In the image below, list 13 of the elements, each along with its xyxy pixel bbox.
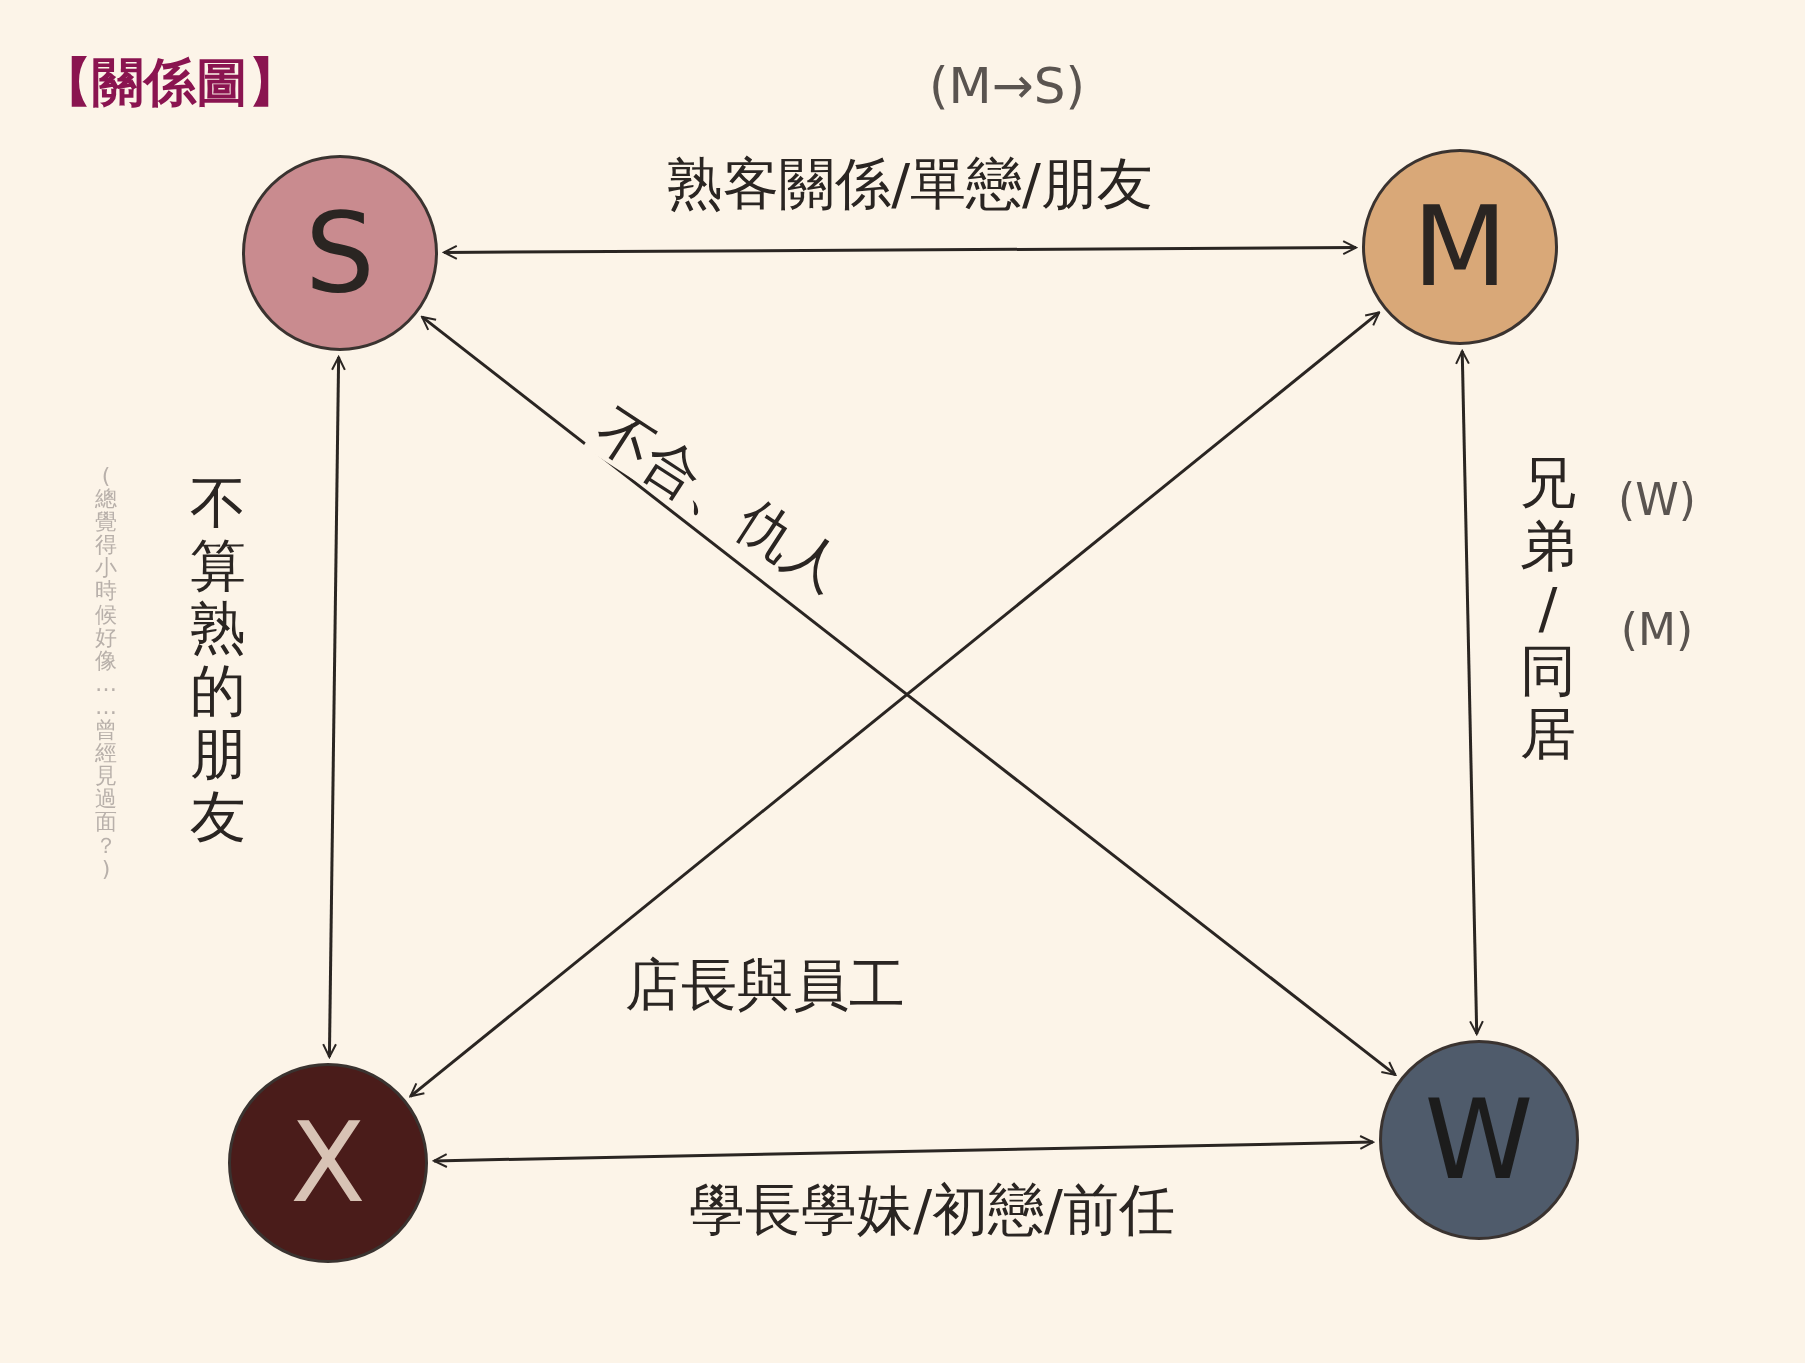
- node-letter: M: [1412, 192, 1508, 302]
- note: (M): [1619, 606, 1695, 654]
- note: (W): [1617, 476, 1697, 524]
- arrow: [433, 1134, 1374, 1169]
- title: 【關係圖】: [40, 51, 300, 114]
- arrow: [443, 240, 1357, 260]
- node-letter: X: [290, 1108, 366, 1218]
- arrow: [322, 356, 346, 1058]
- note: (M→S): [928, 59, 1086, 113]
- node-letter: W: [1424, 1085, 1534, 1195]
- arrow: [1455, 350, 1484, 1035]
- node-letter: S: [305, 198, 375, 308]
- side-note: (總覺得小時候好像……曾經見過面？): [94, 462, 118, 882]
